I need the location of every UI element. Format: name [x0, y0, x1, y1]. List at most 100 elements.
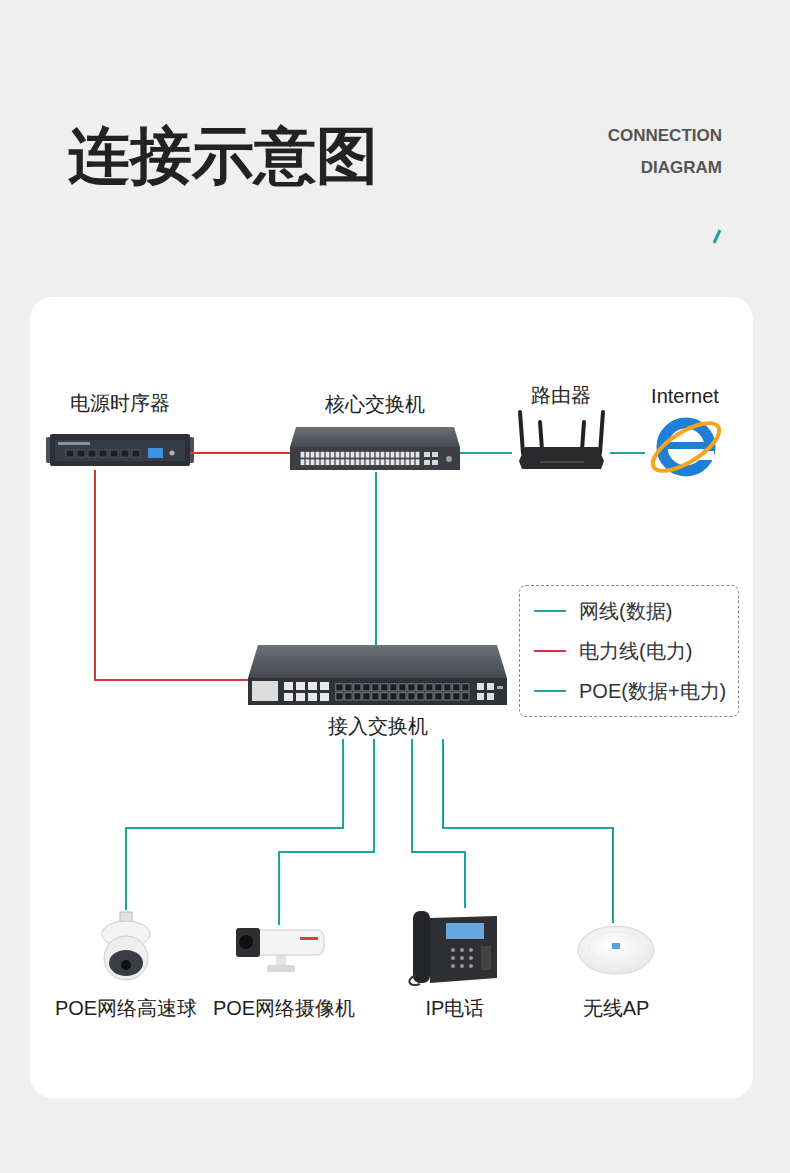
dome-camera-icon	[102, 912, 150, 980]
bullet-camera-icon	[236, 928, 324, 972]
sequencer-device-part	[55, 440, 185, 461]
internet-icon	[646, 414, 726, 480]
ip-phone-icon-part	[451, 964, 455, 968]
internet-node: Internet	[645, 383, 725, 482]
ip-phone-icon-part	[469, 964, 473, 968]
device-label: 电源时序器	[70, 390, 170, 416]
ip-phone-icon-part	[469, 956, 473, 960]
network-cable	[126, 739, 343, 910]
bullet-camera-icon-part	[239, 935, 253, 949]
access-switch-device-part	[308, 682, 317, 690]
access-switch-device-part	[497, 686, 503, 689]
sequencer-device-part	[46, 437, 194, 463]
access-switch-device-part	[248, 678, 507, 705]
access-switch-device-part	[320, 682, 329, 690]
network-cable	[375, 472, 377, 645]
core-switch-node: 核心交换机	[290, 391, 460, 472]
core-switch-device-part	[300, 451, 420, 466]
sequencer-device-part	[148, 448, 163, 458]
legend-text: POE(数据+电力)	[579, 678, 726, 704]
access-switch-node: 接入交换机	[248, 645, 507, 739]
sequencer-device-part	[77, 450, 85, 457]
legend-sample	[534, 610, 566, 612]
router-node: 路由器	[512, 382, 610, 472]
core-switch-device-part	[446, 456, 452, 462]
network-cable	[610, 452, 645, 454]
diagram-title: 连接示意图	[68, 118, 378, 194]
router-device	[519, 412, 604, 469]
access-switch-device-part	[477, 683, 484, 690]
internet-icon-part	[646, 414, 726, 480]
router-device-part	[600, 412, 603, 453]
core-switch-device-part	[424, 460, 430, 465]
sequencer-device-part	[132, 450, 140, 457]
legend-text: 电力线(电力)	[579, 638, 692, 664]
router-device-part	[540, 461, 584, 463]
bullet-camera-icon-part	[236, 928, 260, 957]
wireless-ap-icon-part	[578, 926, 654, 974]
wireless-ap-icon-part	[589, 932, 643, 962]
ip-phone-icon	[409, 911, 497, 985]
router-device-part	[540, 422, 542, 450]
ip-phone-node: IP电话	[405, 908, 505, 1021]
sequencer-device-part	[66, 450, 74, 457]
dome-camera-icon-part	[121, 960, 131, 970]
router-device-part	[520, 412, 523, 453]
legend-row: 电力线(电力)	[534, 631, 726, 671]
access-switch-device-part	[335, 683, 470, 701]
sequencer-device-part	[110, 450, 118, 457]
power-cable	[95, 470, 248, 680]
network-cable	[460, 452, 512, 454]
ip-phone-icon-part	[451, 948, 455, 952]
power-sequencer-node: 电源时序器	[50, 390, 190, 470]
legend-row: 网线(数据)	[534, 591, 726, 631]
network-cable	[412, 739, 465, 908]
sequencer-device	[46, 434, 194, 466]
access-switch-device-part	[284, 693, 293, 701]
panel	[30, 297, 753, 1098]
access-switch-device-part	[320, 693, 329, 701]
access-switch-device	[248, 645, 507, 705]
bullet-camera-node: POE网络摄像机	[210, 925, 359, 1021]
device-label: 路由器	[531, 382, 591, 408]
power-cable	[190, 452, 290, 454]
access-switch-device-part	[284, 682, 293, 690]
core-switch-device-part	[432, 452, 438, 457]
ip-phone-icon-part	[413, 911, 430, 983]
subtitle-text: DIAGRAM	[641, 156, 722, 180]
ip-phone-icon-part	[460, 956, 464, 960]
ip-phone-icon-part	[469, 948, 473, 952]
sequencer-device-part	[99, 450, 107, 457]
core-switch-device-part	[290, 447, 460, 470]
ip-phone-icon-part	[409, 975, 420, 985]
access-switch-device-part	[252, 681, 278, 701]
dome-camera-node: POE网络高速球	[52, 910, 201, 1021]
dome-camera-icon-part	[109, 950, 143, 976]
device-label: POE网络高速球	[55, 995, 197, 1021]
bullet-camera-icon-part	[300, 937, 318, 940]
wireless-ap-icon-part	[612, 943, 620, 949]
access-switch-device-part	[487, 683, 494, 690]
ip-phone-icon-part	[460, 948, 464, 952]
wireless-ap-node: 无线AP	[566, 923, 666, 1021]
ip-phone-icon-part	[481, 946, 491, 970]
internet-icon-part	[666, 442, 706, 449]
device-label: 核心交换机	[325, 391, 425, 417]
bullet-camera-icon-part	[267, 965, 295, 972]
sequencer-device-part	[50, 434, 190, 466]
sequencer-device-part	[88, 450, 96, 457]
core-switch-device-part	[290, 427, 460, 447]
accent-slash	[714, 230, 720, 243]
wireless-ap-icon	[578, 926, 654, 974]
access-switch-device-part	[296, 682, 305, 690]
device-label: POE网络摄像机	[213, 995, 355, 1021]
core-switch-device-part	[424, 452, 430, 457]
device-label: Internet	[651, 383, 719, 409]
legend-row: POE(数据+电力)	[534, 671, 726, 711]
sequencer-device-part	[58, 442, 90, 445]
device-label: IP电话	[426, 995, 485, 1021]
access-switch-device-part	[308, 693, 317, 701]
ip-phone-icon-part	[430, 916, 497, 983]
ip-phone-icon-part	[446, 923, 484, 939]
